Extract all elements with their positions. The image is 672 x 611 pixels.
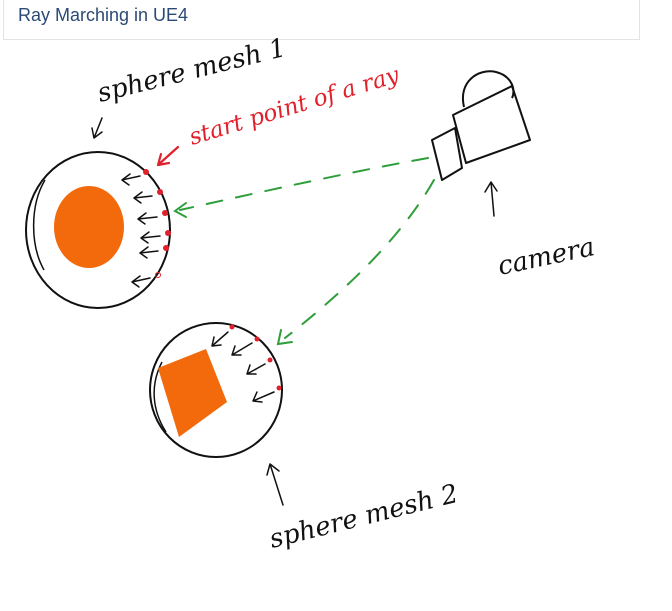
start-point (276, 385, 282, 391)
start-point (165, 230, 171, 236)
camera-handle (461, 70, 515, 108)
sphere-mesh-1-label: sphere mesh 1 (94, 33, 289, 109)
sphere-1-object (54, 186, 124, 268)
camera-label: camera (495, 232, 597, 282)
sphere-1-start-points (143, 169, 171, 278)
march-arrow (133, 191, 153, 204)
camera-label-pointer (484, 181, 498, 217)
camera-drawing (431, 70, 531, 217)
march-arrow (121, 173, 141, 186)
sphere-2-outline (149, 322, 283, 458)
start-point (267, 357, 273, 363)
page-title: Ray Marching in UE4 (18, 5, 189, 25)
start-point (229, 324, 235, 330)
title-bar: Ray Marching in UE4 (3, 0, 640, 40)
sphere-mesh-2 (149, 322, 284, 506)
march-arrow (139, 246, 159, 259)
sphere-1-label-pointer (91, 117, 103, 139)
march-arrow (137, 212, 158, 225)
march-arrow (246, 363, 266, 375)
start-point (155, 272, 161, 278)
sphere-2-march-arrows (211, 331, 275, 403)
rays (179, 157, 435, 339)
sphere-1-outline (25, 151, 171, 309)
ray-1-arrowhead (173, 202, 187, 218)
start-point (143, 169, 149, 175)
start-point (163, 245, 169, 251)
sphere-mesh-1 (25, 117, 171, 309)
start-point (157, 189, 163, 195)
camera-body (452, 85, 531, 164)
sphere-2-label-pointer (266, 463, 284, 506)
march-arrow (211, 331, 229, 347)
sphere-2-object (158, 349, 227, 437)
ray-to-sphere-2 (284, 179, 435, 339)
march-arrow (231, 342, 253, 356)
start-point (254, 336, 260, 342)
sphere-mesh-2-label: sphere mesh 2 (266, 479, 461, 555)
start-point-arrow (156, 145, 180, 167)
ray-2-arrowhead (276, 329, 293, 346)
ray-to-sphere-1 (179, 157, 429, 211)
march-arrow (131, 275, 151, 288)
start-point (162, 210, 168, 216)
march-arrow (252, 391, 275, 403)
sphere-2-start-points (229, 324, 282, 391)
camera-lens (431, 127, 463, 181)
march-arrow (140, 231, 161, 244)
sphere-1-march-arrows (121, 173, 161, 288)
sphere-1-inner-stroke (32, 179, 46, 271)
ray-arrowheads (173, 202, 293, 346)
